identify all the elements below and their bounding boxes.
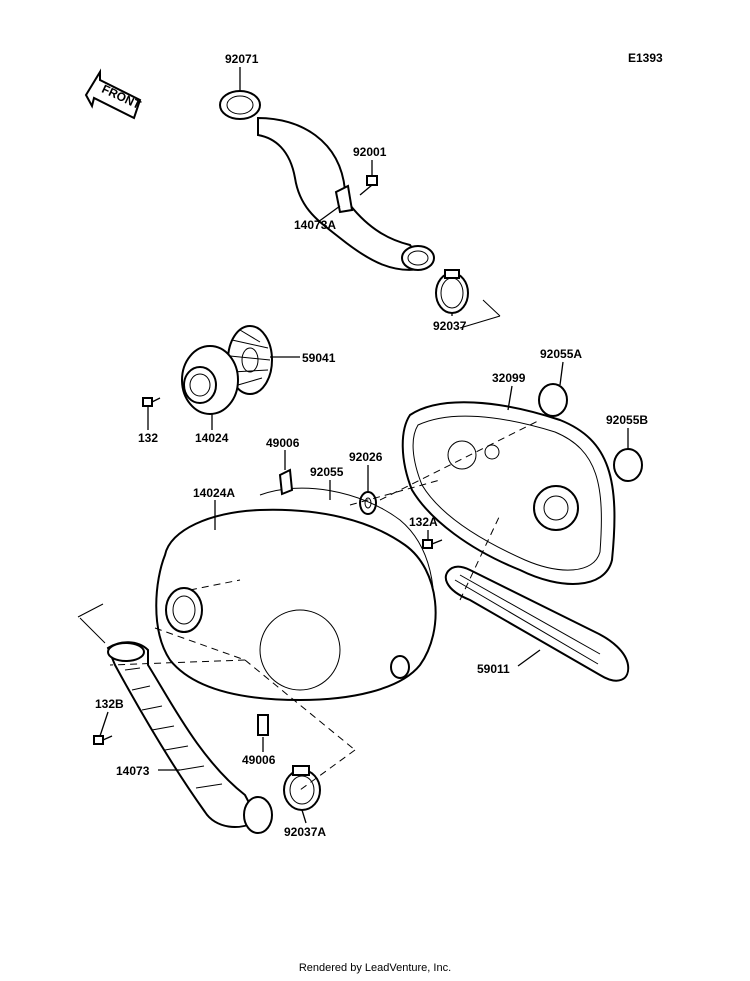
label-92026: 92026 — [349, 450, 383, 464]
label-14073A: 14073A — [294, 218, 336, 232]
label-59041: 59041 — [302, 351, 336, 365]
clamp-92037A — [283, 765, 321, 811]
bolt-132 — [142, 397, 161, 407]
plate-14024 — [181, 345, 239, 415]
label-14024A: 14024A — [193, 486, 235, 500]
label-59011: 59011 — [477, 662, 510, 676]
front-arrow-icon: FRONT — [84, 68, 144, 120]
clamp-92037 — [435, 269, 469, 314]
part-labels: E1393 92071 92001 14073A 92037 59041 132… — [95, 51, 663, 839]
label-92071: 92071 — [225, 52, 259, 66]
bolt-92001 — [359, 175, 378, 196]
belt-59011 — [444, 565, 630, 682]
diagram-code: E1393 — [628, 51, 663, 65]
label-92037A: 92037A — [284, 825, 326, 839]
breather-49006-top — [278, 468, 294, 496]
lower-duct-14073 — [106, 641, 273, 834]
bolt-132B — [93, 735, 113, 745]
label-132B: 132B — [95, 697, 124, 711]
label-14073: 14073 — [116, 764, 150, 778]
upper-duct-14073A — [219, 90, 435, 271]
breather-49006-bottom — [257, 714, 269, 736]
label-14024: 14024 — [195, 431, 229, 445]
oring-92055B — [613, 448, 643, 482]
leader-lines — [99, 67, 629, 824]
label-132A: 132A — [409, 515, 438, 529]
label-32099: 32099 — [492, 371, 526, 385]
label-49006-top: 49006 — [266, 436, 300, 450]
outer-cover-14024A — [155, 487, 437, 702]
footer-credit: Rendered by LeadVenture, Inc. — [298, 962, 452, 974]
label-92055: 92055 — [310, 465, 344, 479]
oring-92055A — [538, 383, 568, 417]
label-92055A: 92055A — [540, 347, 582, 361]
label-92055B: 92055B — [606, 413, 648, 427]
label-49006-bottom: 49006 — [242, 753, 276, 767]
cover-32099 — [401, 401, 616, 585]
assembly-lines — [77, 299, 541, 791]
label-92037: 92037 — [433, 319, 467, 333]
label-132: 132 — [138, 431, 158, 445]
bolt-132A — [422, 539, 443, 549]
washer-92026 — [359, 491, 377, 515]
label-92001: 92001 — [353, 145, 387, 159]
